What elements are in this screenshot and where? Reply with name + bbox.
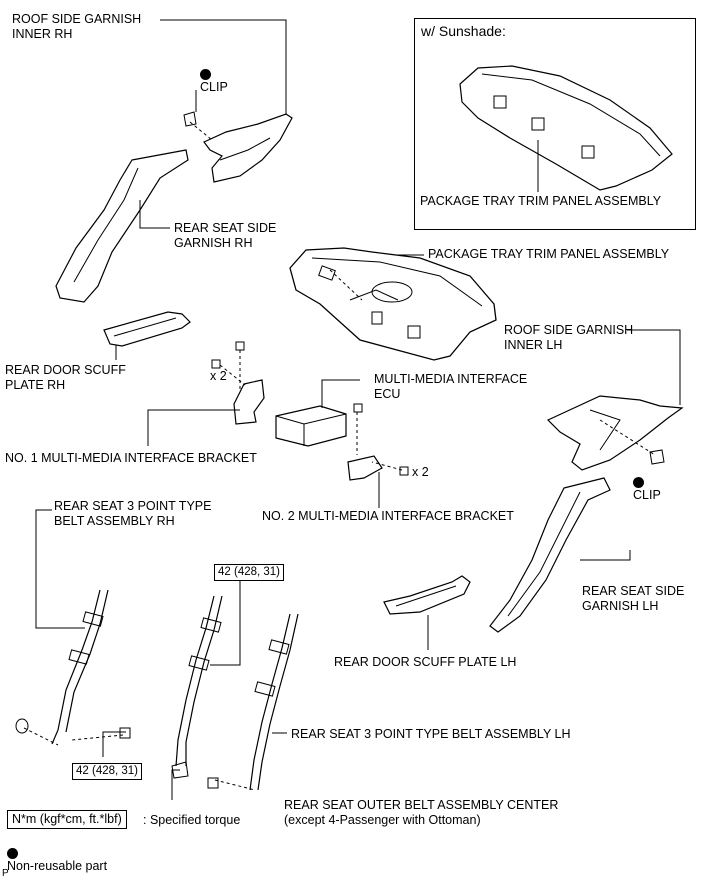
roof-side-garnish-rh-part [203, 113, 293, 183]
label-no2-bracket: NO. 2 MULTI-MEDIA INTERFACE BRACKET [262, 509, 514, 523]
leader-rh-belt [35, 509, 85, 629]
dash-rh-bolt [71, 734, 124, 741]
torque-box-bottom: 42 (428, 31) [72, 763, 143, 780]
label-rear-seat-side-garnish-rh: REAR SEAT SIDE GARNISH RH [174, 221, 277, 250]
torque-box-top: 42 (428, 31) [214, 564, 285, 581]
rear-seat-side-garnish-rh-part [55, 149, 189, 303]
bolt-ecu-top [235, 341, 245, 351]
non-reusable-dot-icon [633, 477, 644, 488]
rear-door-scuff-plate-rh-part [103, 311, 191, 347]
leader-roof-garnish-rh [160, 19, 287, 115]
bolt-x2-left [211, 359, 221, 369]
package-tray-part [289, 247, 497, 361]
label-qty-x2-right: x 2 [412, 465, 429, 479]
dash-x2-right [371, 461, 403, 471]
bolt-x2-right [399, 466, 409, 476]
leader-side-garnish-lh [580, 550, 631, 561]
rear-door-scuff-plate-lh-part [383, 575, 471, 615]
rear-seat-3pt-belt-lh-part [249, 613, 299, 791]
page-code: P [2, 868, 9, 879]
leader-outer-center [171, 769, 180, 800]
label-package-tray: PACKAGE TRAY TRIM PANEL ASSEMBLY [428, 247, 670, 261]
label-roof-side-garnish-inner-lh: ROOF SIDE GARNISH INNER LH [504, 323, 634, 352]
dash-clip-right [599, 419, 656, 456]
leader-ecu [321, 379, 360, 408]
inset-title: w/ Sunshade: [421, 23, 506, 39]
clip-top-part [183, 111, 197, 127]
label-clip-top: CLIP [200, 69, 228, 95]
dash-lh-bolt [214, 779, 256, 791]
label-qty-x2-left: x 2 [210, 369, 227, 383]
label-roof-side-garnish-inner-rh: ROOF SIDE GARNISH INNER RH [12, 12, 142, 41]
label-multi-media-ecu: MULTI-MEDIA INTERFACE ECU [374, 372, 528, 401]
rear-seat-3pt-belt-rh-part [51, 589, 109, 745]
label-rear-seat-side-garnish-lh: REAR SEAT SIDE GARNISH LH [582, 584, 685, 613]
no2-bracket-part [347, 455, 383, 481]
inset-package-tray-part [459, 65, 673, 191]
label-rear-seat-3pt-lh: REAR SEAT 3 POINT TYPE BELT ASSEMBLY LH [291, 727, 571, 741]
label-rear-seat-outer-center: REAR SEAT OUTER BELT ASSEMBLY CENTER (ex… [284, 798, 559, 827]
leader-torque-top [210, 580, 241, 666]
dash-package-up [329, 269, 363, 301]
leader-roof-garnish-lh [627, 329, 681, 405]
bolt-rh-belt [119, 727, 131, 739]
bolt-no2-top [353, 403, 363, 413]
rear-seat-side-garnish-lh-part [489, 477, 611, 633]
leader-no1-bracket [147, 409, 240, 446]
label-clip-right: CLIP [633, 477, 661, 503]
dash-clip-top [189, 121, 213, 141]
label-rear-door-scuff-plate-lh: REAR DOOR SCUFF PLATE LH [334, 655, 517, 669]
rh-anchor-part [15, 718, 29, 734]
inset-package-tray-label: PACKAGE TRAY TRIM PANEL ASSEMBLY [420, 194, 662, 208]
non-reusable-dot-icon [7, 848, 18, 859]
sunshade-inset: w/ Sunshade: [414, 18, 696, 230]
rear-seat-outer-center-belt-part [175, 595, 223, 767]
label-no1-bracket: NO. 1 MULTI-MEDIA INTERFACE BRACKET [5, 451, 257, 465]
multi-media-ecu-part [275, 405, 347, 447]
label-rear-door-scuff-plate-rh: REAR DOOR SCUFF PLATE RH [5, 363, 126, 392]
label-rear-seat-3pt-rh: REAR SEAT 3 POINT TYPE BELT ASSEMBLY RH [54, 499, 212, 528]
non-reusable-legend: Non-reusable part [7, 848, 107, 874]
no1-bracket-part [233, 379, 265, 425]
dash-x2-left [219, 364, 246, 386]
leader-torque-bottom [102, 731, 126, 757]
torque-legend-box: N*m (kgf*cm, ft.*lbf) [7, 810, 127, 829]
torque-legend-desc: : Specified torque [143, 813, 241, 827]
clip-right-part [649, 449, 665, 465]
leader-side-garnish-rh [139, 200, 170, 229]
roof-side-garnish-lh-part [546, 395, 684, 471]
non-reusable-dot-icon [200, 69, 211, 80]
bolt-lh-belt [207, 777, 219, 789]
